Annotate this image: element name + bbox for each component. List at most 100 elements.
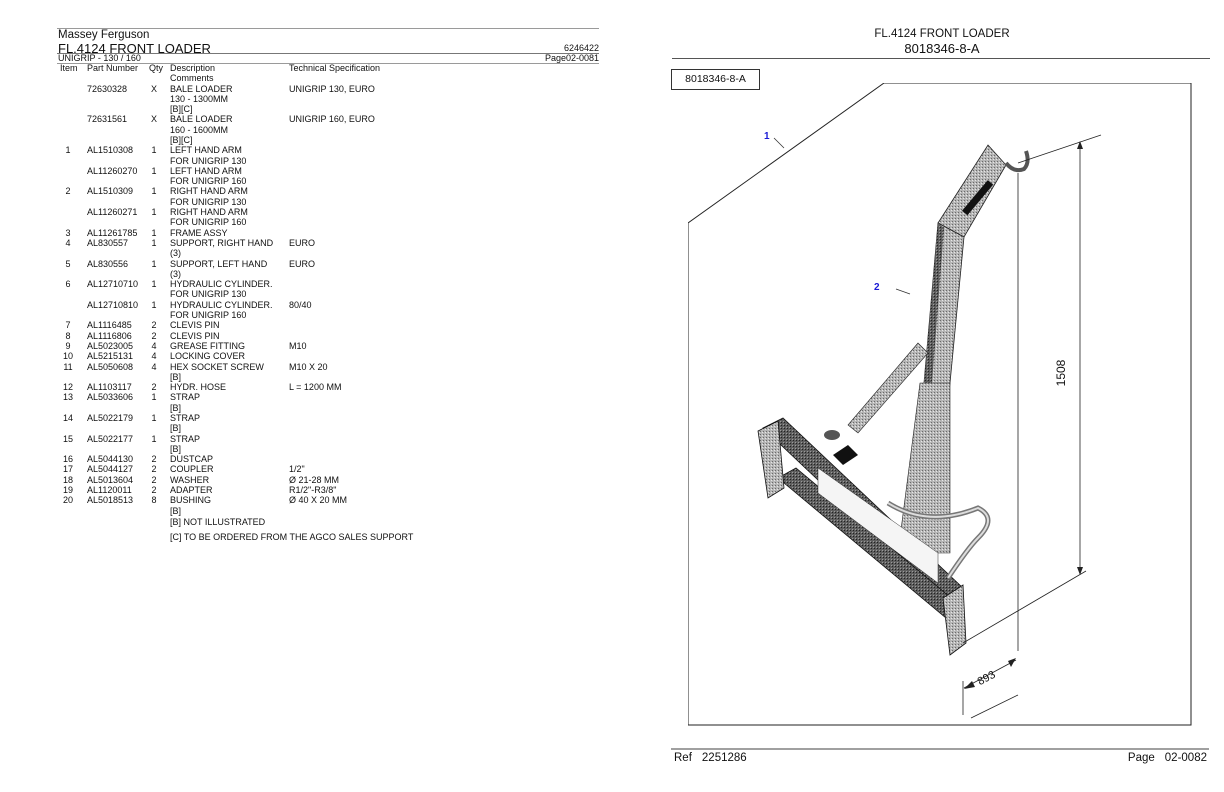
part-number: AL12710710 (87, 279, 139, 290)
quantity: 2 (151, 320, 157, 331)
part-number: AL5050608 (87, 361, 134, 372)
item-number: 1 (65, 145, 71, 156)
description: HYDR. HOSE (170, 382, 227, 393)
comment: [B] (170, 423, 182, 434)
comment: FOR UNIGRIP 130 (170, 289, 247, 300)
part-number: AL5023005 (87, 340, 134, 351)
item-number: 12 (62, 382, 73, 393)
quantity: X (150, 83, 157, 94)
part-number: AL5018513 (87, 495, 134, 506)
column-header-description: Description (170, 63, 216, 73)
description: CLEVIS PIN (170, 330, 220, 341)
description: RIGHT HAND ARM (170, 186, 248, 197)
quantity: 4 (151, 340, 157, 351)
item-number: 15 (62, 433, 73, 444)
header-rule-top (57, 28, 599, 29)
comment: [B] (170, 505, 182, 516)
callout-1[interactable]: 1 (764, 131, 770, 142)
description: STRAP (170, 413, 201, 423)
part-number: AL1116806 (87, 330, 132, 341)
item-number: 14 (62, 413, 73, 423)
description: BALE LOADER (170, 83, 233, 94)
description: WASHER (170, 474, 210, 485)
quantity: 1 (151, 237, 157, 248)
description: STRAP (170, 433, 201, 444)
model-subtitle: UNIGRIP - 130 / 160 (58, 53, 141, 63)
description: BALE LOADER (170, 114, 233, 125)
quantity: 1 (151, 227, 157, 238)
item-number: 9 (65, 340, 71, 351)
part-number: AL1116485 (87, 320, 132, 331)
comment: FOR UNIGRIP 130 (170, 196, 247, 207)
part-number: AL830557 (87, 237, 129, 248)
bale-loader-drawing: 1508 893 (687, 82, 1192, 726)
quantity: 1 (151, 207, 157, 218)
item-number: 18 (62, 474, 73, 485)
comment: [B] (170, 443, 182, 454)
item-number: 4 (65, 237, 71, 248)
quantity: 8 (151, 495, 157, 506)
part-number: AL5022177 (87, 433, 134, 444)
callout-2[interactable]: 2 (874, 282, 880, 293)
figure-page-subtitle: 8018346-8-A (904, 41, 980, 56)
quantity: 1 (151, 433, 157, 444)
part-number: AL5044130 (87, 454, 134, 465)
part-number: AL5215131 (87, 351, 134, 362)
brand-name: Massey Ferguson (58, 29, 150, 41)
quantity: X (150, 114, 157, 125)
description: ADAPTER (170, 485, 213, 496)
technical-spec: UNIGRIP 130, EURO (289, 83, 375, 94)
part-number: AL1120011 (87, 485, 132, 496)
item-number: 3 (65, 227, 71, 238)
quantity: 1 (151, 392, 157, 403)
comment: [B][C] (170, 104, 193, 115)
quantity: 2 (151, 454, 157, 465)
technical-spec: R1/2"-R3/8" (289, 485, 337, 496)
description: RIGHT HAND ARM (170, 207, 248, 218)
description: COUPLER (170, 464, 214, 475)
quantity: 1 (151, 165, 157, 176)
quantity: 2 (151, 382, 157, 393)
quantity: 4 (151, 361, 157, 372)
description: HYDRAULIC CYLINDER. (170, 299, 273, 310)
figure-header-rule (672, 58, 1210, 59)
comment: 160 - 1600MM (170, 124, 229, 135)
part-number: AL11260270 (87, 165, 138, 176)
page-number: Page02-0081 (544, 53, 599, 63)
footer-page-value: 02-0082 (1164, 752, 1207, 764)
footnote: [B] NOT ILLUSTRATED (170, 517, 266, 527)
comment: FOR UNIGRIP 160 (170, 310, 247, 321)
description: LEFT HAND ARM (170, 165, 242, 176)
item-number: 20 (62, 495, 73, 506)
quantity: 1 (151, 299, 157, 310)
technical-spec: 80/40 (289, 299, 312, 310)
quantity: 2 (151, 330, 157, 341)
description: GREASE FITTING (170, 340, 246, 351)
part-number: 72631561 (87, 114, 128, 125)
part-number: 72630328 (87, 83, 128, 94)
comment: FOR UNIGRIP 130 (170, 155, 247, 166)
description: HEX SOCKET SCREW (170, 361, 264, 372)
quantity: 4 (151, 351, 157, 362)
height-dimension: 1508 (1054, 359, 1068, 386)
header-rule-mid (57, 53, 599, 54)
quantity: 1 (151, 145, 157, 156)
part-number: AL1510308 (87, 145, 134, 156)
part-number: AL1510309 (87, 186, 134, 197)
item-number: 10 (62, 351, 73, 362)
item-number: 2 (65, 186, 71, 197)
